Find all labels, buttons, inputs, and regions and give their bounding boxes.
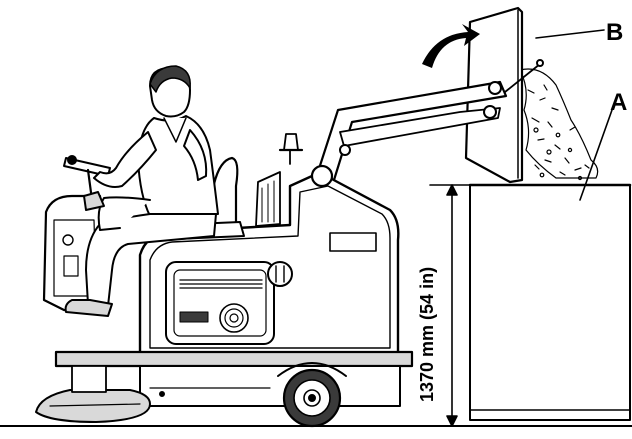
- sweeper-body: [138, 133, 400, 357]
- height-dimension-line: [429, 184, 471, 427]
- leader-line-b: [535, 29, 605, 39]
- callout-a-label: A: [610, 89, 627, 116]
- callout-b-label: B: [606, 19, 623, 46]
- leader-line-a: [579, 109, 613, 201]
- chassis: [54, 350, 414, 407]
- container-a: [468, 183, 632, 421]
- operator-figure: [64, 65, 219, 317]
- debris-pile: [519, 68, 599, 181]
- height-dimension-label: 1370 mm (54 in): [417, 267, 437, 402]
- side-broom: [35, 365, 151, 423]
- rear-wheel: [277, 362, 347, 428]
- rotation-arrow-icon: [422, 24, 480, 68]
